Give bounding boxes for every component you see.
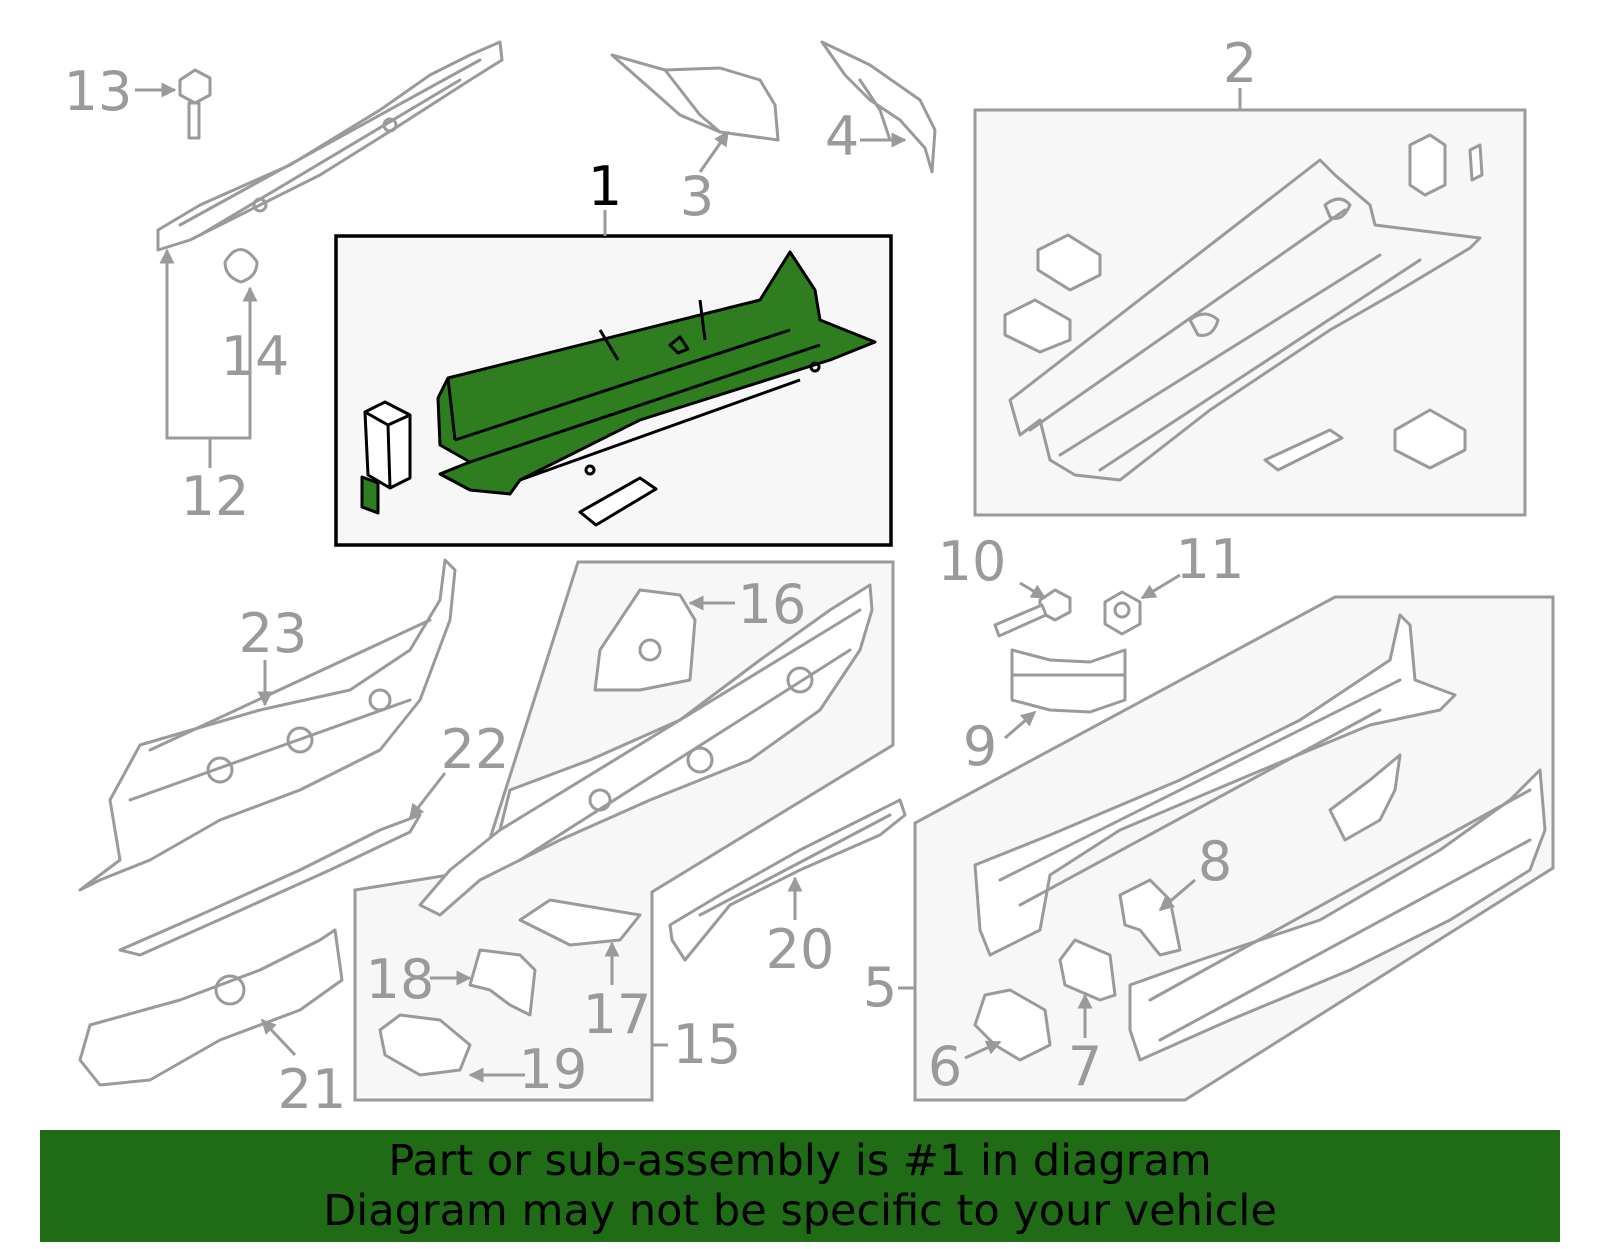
part-20-rail[interactable] — [668, 798, 907, 962]
leader-22 — [408, 772, 447, 820]
callout-22: 22 — [441, 718, 510, 781]
callout-9: 9 — [963, 715, 997, 778]
callout-18: 18 — [366, 948, 435, 1011]
part-5-cowl-lower[interactable] — [1128, 768, 1547, 1062]
part-22-reinforcement[interactable] — [118, 813, 422, 957]
part-13-bolt[interactable] — [178, 68, 212, 140]
callout-14: 14 — [221, 325, 290, 388]
callout-20: 20 — [766, 918, 835, 981]
callout-11: 11 — [1176, 528, 1245, 591]
part-21-panel[interactable] — [78, 928, 344, 1087]
callout-2: 2 — [1223, 32, 1257, 95]
callout-12: 12 — [181, 465, 250, 528]
part-9-strap[interactable] — [1010, 648, 1127, 714]
part-7-plate[interactable] — [1058, 938, 1117, 1002]
part-16-bracket[interactable] — [593, 588, 697, 692]
callout-13: 13 — [64, 60, 133, 123]
callout-17: 17 — [583, 983, 652, 1046]
part-17-plate[interactable] — [518, 898, 642, 947]
callout-3: 3 — [680, 165, 714, 228]
leader-6 — [964, 1040, 1002, 1060]
part-2-cowl-assembly[interactable] — [1003, 133, 1484, 482]
callout-4: 4 — [825, 105, 859, 168]
leader-21 — [260, 1018, 297, 1057]
part-1-label-strip — [578, 476, 658, 527]
leader-11 — [1140, 573, 1181, 600]
part-11-nut[interactable] — [1103, 590, 1142, 636]
callout-15: 15 — [673, 1013, 742, 1076]
banner-line-2: Diagram may not be specific to your vehi… — [323, 1186, 1277, 1236]
part-15-dash-lower[interactable] — [418, 583, 874, 917]
part-5-cowl-upper[interactable] — [973, 613, 1457, 957]
callout-10: 10 — [938, 530, 1007, 593]
part-4-bracket[interactable] — [820, 40, 937, 174]
part-8-bracket-b[interactable] — [1328, 753, 1402, 842]
part-19-pad[interactable] — [378, 1013, 472, 1077]
part-12-side-rail[interactable] — [156, 40, 504, 252]
leader-9 — [1004, 710, 1037, 740]
callout-21: 21 — [278, 1058, 347, 1121]
part-1-pad — [360, 475, 380, 515]
part-14-grommet[interactable] — [223, 248, 259, 284]
leader-8 — [1158, 878, 1196, 912]
callout-8: 8 — [1198, 830, 1232, 893]
part-18-bracket[interactable] — [468, 948, 537, 1017]
leader-10 — [1019, 581, 1047, 600]
callout-16: 16 — [738, 573, 807, 636]
part-10-bolt[interactable] — [993, 588, 1072, 638]
callout-5: 5 — [863, 956, 897, 1019]
banner-line-1: Part or sub-assembly is #1 in diagram — [388, 1136, 1212, 1186]
callout-7: 7 — [1068, 1035, 1102, 1098]
leader-3 — [698, 130, 730, 173]
part-1-cowl-panel[interactable] — [360, 250, 877, 527]
callout-labels: 1 2 3 4 5 6 7 8 9 10 11 12 13 14 15 16 1… — [64, 32, 1258, 1121]
notice-banner: Part or sub-assembly is #1 in diagram Di… — [40, 1130, 1560, 1242]
part-23-dash-panel[interactable] — [78, 558, 457, 892]
callout-19: 19 — [519, 1038, 588, 1101]
leader-lines — [135, 82, 1242, 1083]
part-3-cowl-cover[interactable] — [610, 53, 780, 142]
callout-23: 23 — [239, 602, 308, 665]
callout-6: 6 — [928, 1035, 962, 1098]
callout-1: 1 — [588, 155, 622, 218]
